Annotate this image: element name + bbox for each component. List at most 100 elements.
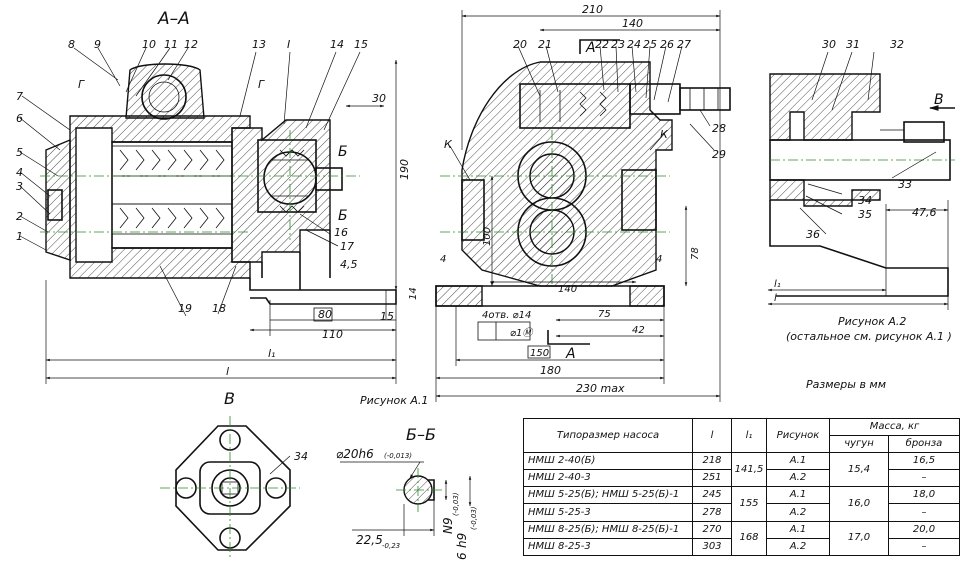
callout-11: 11 bbox=[164, 38, 178, 51]
dim-22-5-tol: -0,23 bbox=[382, 542, 400, 550]
callout-34: 34 bbox=[858, 194, 872, 207]
col-model: Типоразмер насоса bbox=[523, 418, 693, 453]
callout-17: 17 bbox=[340, 240, 354, 253]
mark-a-top: А bbox=[585, 40, 596, 56]
col-iron: чугун bbox=[829, 435, 889, 453]
dim-190: 190 bbox=[398, 159, 411, 180]
table-row: НМШ 5-25(Б); НМШ 5-25(Б)-1 245 155 А.1 1… bbox=[523, 486, 961, 522]
callout-30: 30 bbox=[822, 38, 836, 51]
table-row: НМШ 5-25-3 278 А.2 – bbox=[523, 503, 961, 522]
cell-figure: А.1 bbox=[766, 451, 830, 471]
table-header-row: Типоразмер насоса l l₁ Рисунок Масса, кг bbox=[523, 418, 960, 453]
callout-I: I bbox=[287, 38, 290, 51]
dim-30: 30 bbox=[372, 92, 386, 105]
dim-180: 180 bbox=[540, 364, 561, 377]
cell-l: 251 bbox=[692, 469, 732, 488]
cell-model: НМШ 5-25(Б); НМШ 5-25(Б)-1 bbox=[523, 486, 693, 505]
callout-25: 25 bbox=[643, 38, 657, 51]
cell-l: 278 bbox=[692, 503, 732, 522]
callout-24: 24 bbox=[627, 38, 641, 51]
mark-g1: Г bbox=[78, 78, 85, 91]
mark-k2: К bbox=[660, 128, 669, 141]
dim-l1-right: l₁ bbox=[774, 279, 781, 290]
figure-a2-note: (остальное см. рисунок А.1 ) bbox=[786, 330, 952, 343]
cell-l: 303 bbox=[692, 537, 732, 557]
cell-bronze: – bbox=[887, 469, 961, 488]
callout-13: 13 bbox=[252, 38, 266, 51]
dim-l-left: l bbox=[226, 365, 229, 378]
cell-bronze: – bbox=[887, 503, 961, 522]
dim-42: 42 bbox=[632, 325, 645, 336]
figure-a1-caption: Рисунок А.1 bbox=[360, 394, 428, 407]
callout-16: 16 bbox=[334, 226, 348, 239]
callout-2: 2 bbox=[16, 210, 23, 223]
cell-figure: А.2 bbox=[766, 537, 830, 557]
dim-h9: h9 bbox=[455, 533, 469, 548]
cell-figure: А.2 bbox=[766, 469, 830, 488]
dim-75: 75 bbox=[598, 309, 611, 320]
dim-210: 210 bbox=[582, 3, 603, 16]
callout-28: 28 bbox=[712, 122, 726, 135]
dim-n9-tol: (-0,03) bbox=[452, 492, 460, 516]
cell-bronze: – bbox=[887, 537, 961, 557]
cell-bronze: 20,0 bbox=[887, 520, 961, 539]
callout-6: 6 bbox=[16, 112, 23, 125]
cell-iron: 15,4 bbox=[829, 451, 889, 488]
callout-20: 20 bbox=[513, 38, 527, 51]
cell-l1: 141,5 bbox=[731, 451, 767, 488]
cell-l: 270 bbox=[692, 520, 732, 539]
section-aa-label: А–А bbox=[157, 9, 190, 29]
cell-l1: 168 bbox=[731, 520, 767, 557]
dim-47-6: 47,6 bbox=[912, 206, 937, 219]
dim-14: 14 bbox=[408, 287, 419, 300]
callout-27: 27 bbox=[677, 38, 691, 51]
mark-k1: К bbox=[444, 138, 453, 151]
dim-150: 150 bbox=[530, 348, 549, 359]
cell-figure: А.1 bbox=[766, 486, 830, 505]
section-aa-view: А–А Г Г Б Б 8 9 10 11 12 13 I 14 15 7 6 … bbox=[16, 9, 428, 407]
callout-15: 15 bbox=[354, 38, 368, 51]
callout-22: 22 bbox=[595, 38, 609, 51]
mark-v-arrow: В bbox=[934, 92, 944, 108]
callout-5: 5 bbox=[16, 146, 23, 159]
callout-9: 9 bbox=[94, 38, 101, 51]
mark-g2: Г bbox=[258, 78, 265, 91]
view-v-label: В bbox=[224, 389, 235, 408]
section-bb-view: Б–Б ⌀20h6 (-0,013) 22,5 -0,23 N9 (-0,03)… bbox=[336, 425, 478, 560]
cell-model: НМШ 2-40-3 bbox=[523, 469, 693, 488]
dim-100: 100 bbox=[482, 227, 493, 246]
callout-3: 3 bbox=[16, 180, 23, 193]
table-row: НМШ 8-25-3 303 А.2 – bbox=[523, 537, 961, 557]
dim-4a: 4 bbox=[440, 254, 446, 265]
front-section-view: 20 21 22 23 24 25 26 27 28 29 А А К К 21… bbox=[435, 3, 731, 402]
cell-l: 218 bbox=[692, 451, 732, 471]
dim-4-5: 4,5 bbox=[340, 258, 358, 271]
dim-110: 110 bbox=[322, 328, 343, 341]
units-note: Размеры в мм bbox=[806, 378, 886, 391]
dim-22-5: 22,5 bbox=[356, 533, 383, 547]
view-v: В 34 bbox=[160, 389, 308, 560]
dim-15: 15 bbox=[380, 310, 394, 323]
callout-19: 19 bbox=[178, 302, 192, 315]
table-row: НМШ 2-40(Б) 218 141,5 А.1 15,4 16,5 bbox=[523, 451, 961, 488]
dim-140-top: 140 bbox=[622, 17, 643, 30]
cell-iron: 17,0 bbox=[829, 520, 889, 557]
dim-78: 78 bbox=[690, 247, 701, 260]
callout-35: 35 bbox=[858, 208, 872, 221]
callout-4: 4 bbox=[16, 166, 23, 179]
dim-holes: 4отв. ⌀14 bbox=[482, 310, 531, 321]
dim-80: 80 bbox=[318, 308, 332, 321]
callout-29: 29 bbox=[712, 148, 726, 161]
callout-12: 12 bbox=[184, 38, 198, 51]
callout-1: 1 bbox=[16, 230, 23, 243]
col-bronze: бронза bbox=[887, 435, 961, 453]
dim-n9: N9 bbox=[441, 517, 455, 534]
dim-l1-left: l₁ bbox=[268, 347, 275, 360]
callout-26: 26 bbox=[660, 38, 674, 51]
dim-h9-tol: (-0,03) bbox=[470, 506, 478, 530]
callout-10: 10 bbox=[142, 38, 156, 51]
figure-a2-caption: Рисунок А.2 bbox=[838, 315, 906, 328]
col-figure: Рисунок bbox=[766, 418, 830, 453]
cell-l1: 155 bbox=[731, 486, 767, 522]
